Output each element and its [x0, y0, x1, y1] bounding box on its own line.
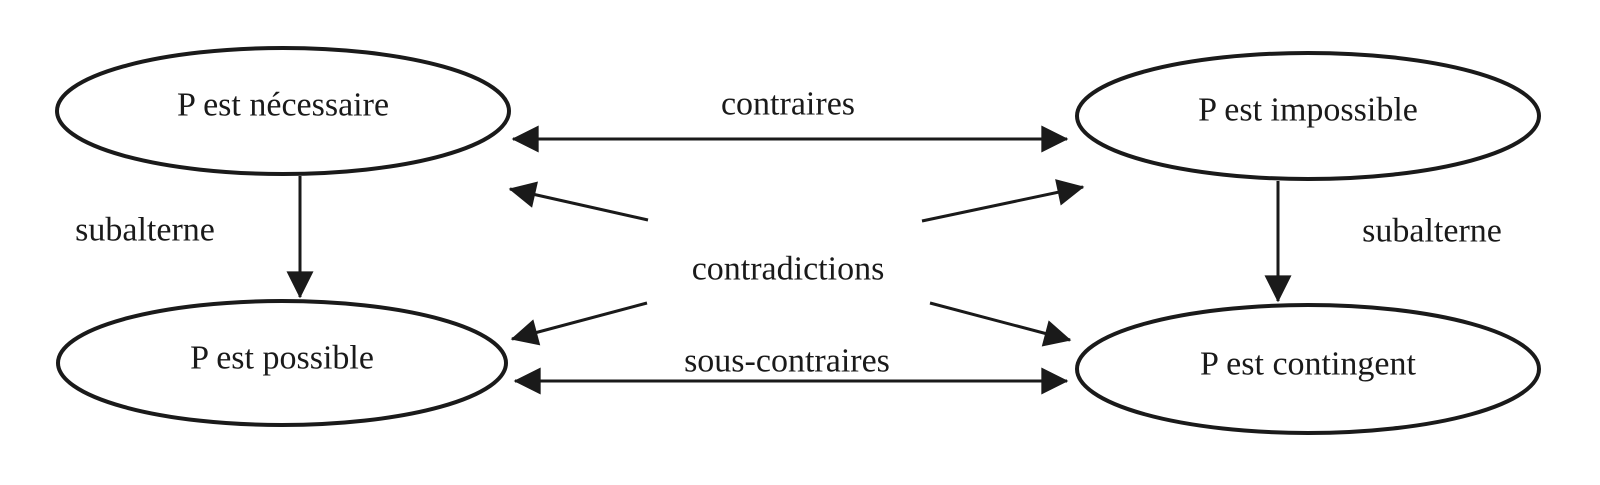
- contradictions-arrow-lower-right: [929, 301, 1072, 347]
- node-possible-label: P est possible: [190, 340, 374, 377]
- edge-contradictions-label: contradictions: [692, 251, 885, 288]
- node-contingent-ellipse: [1075, 303, 1541, 435]
- edge-subalterne-right: subalterne: [1264, 181, 1502, 303]
- contradictions-arrow-upper-left: [508, 181, 649, 222]
- contradictions-arrow-lower-left: [510, 301, 648, 346]
- edge-subalterne-left-label: subalterne: [75, 212, 215, 249]
- node-necessaire: P est nécessaire: [55, 46, 511, 176]
- node-necessaire-label: P est nécessaire: [177, 87, 389, 124]
- node-possible-ellipse: [56, 299, 508, 427]
- node-possible: P est possible: [56, 299, 508, 427]
- node-impossible-ellipse: [1075, 51, 1541, 181]
- edge-contraires-label: contraires: [721, 86, 855, 123]
- edge-sous-contraires-label: sous-contraires: [684, 343, 890, 380]
- edge-contradictions: contradictions: [508, 179, 1085, 347]
- node-contingent: P est contingent: [1075, 303, 1541, 435]
- contradictions-arrow-upper-right: [921, 179, 1085, 223]
- node-impossible: P est impossible: [1075, 51, 1541, 181]
- node-impossible-label: P est impossible: [1198, 92, 1418, 129]
- edge-contraires: contraires: [511, 86, 1069, 153]
- edge-sous-contraires: sous-contraires: [513, 343, 1069, 395]
- edge-subalterne-left: subalterne: [75, 176, 314, 299]
- node-necessaire-ellipse: [55, 46, 511, 176]
- node-contingent-label: P est contingent: [1200, 346, 1416, 383]
- edge-subalterne-right-label: subalterne: [1362, 213, 1502, 250]
